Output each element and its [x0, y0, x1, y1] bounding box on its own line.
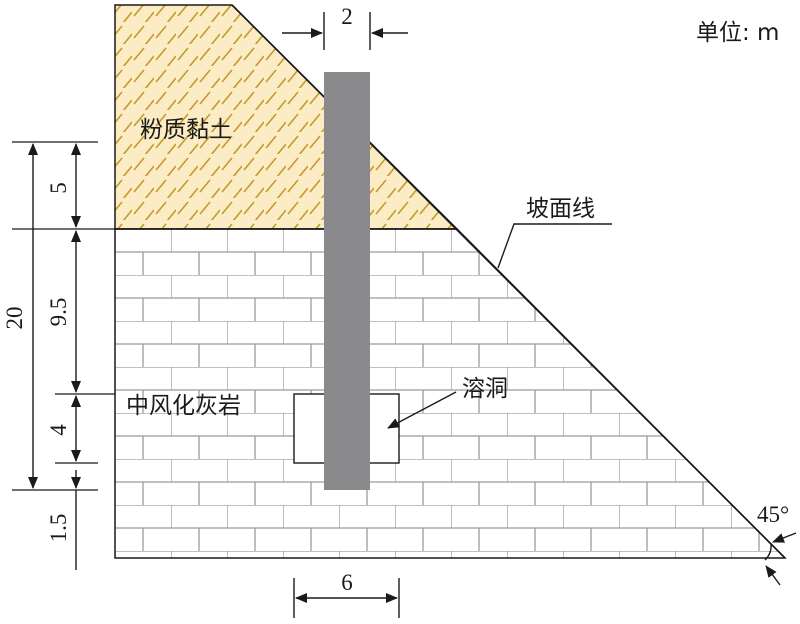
unit-label: 单位: m	[696, 20, 779, 46]
angle-arrow-bottom	[765, 565, 781, 586]
cave-width-dimension	[293, 578, 400, 618]
dim-rock-below-label: 1.5	[46, 514, 71, 543]
dim-rock-above-label: 9.5	[46, 298, 71, 327]
cave-leader-arrow	[387, 391, 457, 429]
dim-total-label: 20	[2, 307, 27, 330]
angle-arc	[764, 543, 772, 561]
vertical-dimensions	[28, 143, 81, 570]
angle-label: 45°	[757, 502, 789, 527]
clay-label: 粉质黏土	[140, 117, 232, 143]
extension-lines	[12, 141, 115, 491]
cave-label: 溶洞	[462, 376, 508, 402]
angle-arrow-top	[772, 532, 797, 543]
cave-width-label: 6	[341, 570, 353, 595]
slope-line-label: 坡面线	[526, 196, 595, 222]
limestone-label: 中风化灰岩	[126, 393, 241, 419]
pile-width-dimension	[282, 12, 408, 50]
pile-width-label: 2	[341, 4, 353, 29]
slope-leader-line	[497, 223, 612, 269]
pile	[324, 72, 370, 490]
dim-cave-height-label: 4	[46, 424, 71, 436]
dim-clay-label: 5	[46, 182, 71, 194]
